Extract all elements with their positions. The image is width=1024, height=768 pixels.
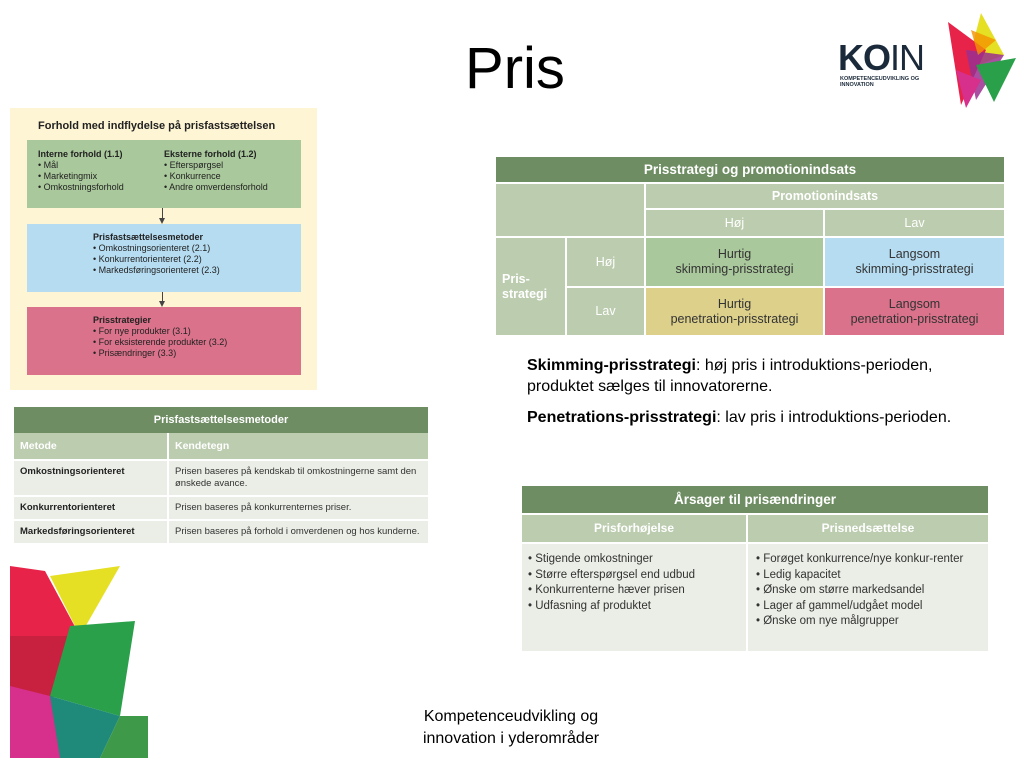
promo-header: Promotionindsats [646,184,1004,208]
decorative-shapes-icon [10,566,148,758]
skimming-text: : høj pris i introduktions-perioden, pro… [527,357,933,395]
skimming-definition: Skimming-prisstrategi: høj pris i introd… [527,355,987,397]
increase-reasons: Stigende omkostninger Større efterspørgs… [522,544,746,651]
skimming-term: Skimming-prisstrategi [527,357,696,374]
slide-title: Pris [465,36,565,101]
list-item: Marketingmix [38,171,124,182]
flow-arrow-icon [159,208,165,224]
promo-low-header: Lav [825,210,1004,236]
col-header-increase: Prisforhøjelse [522,515,746,542]
list-item: Stigende omkostninger [528,552,746,568]
trait-cell: Prisen baseres på forhold i omverdenen o… [168,519,428,543]
strategy-table-title: Prisstrategi og promotionindsats [496,157,1004,182]
list-item: Omkostningsorienteret (2.1) [93,243,220,254]
penetration-definition: Penetrations-prisstrategi: lav pris i in… [527,407,987,428]
list-item: Ønske om større markedsandel [756,583,982,599]
trait-cell: Prisen baseres på konkurrenternes priser… [168,495,428,520]
price-high-header: Høj [567,238,644,286]
cell-line: skimming-prisstrategi [675,262,794,276]
footer-line2: innovation i yderområder [422,730,600,747]
footer-line1: Kompetenceudvikling og [423,708,599,725]
price-change-reasons-table: Årsager til prisændringer Prisforhøjelse… [522,486,988,651]
table-row: Markedsføringsorienteret Prisen baseres … [14,519,428,543]
list-item: Ønske om nye målgrupper [756,614,982,630]
logo-shapes-icon [948,13,1016,108]
logo-wordmark: KOIN [838,37,925,78]
price-label-line1: Pris- [502,271,530,286]
logo-subtitle-line2: INNOVATION [840,82,874,88]
strategies-heading: Prisstrategier [93,315,152,325]
list-item: Konkurrence [164,171,268,182]
external-heading: Eksterne forhold (1.2) [164,149,257,159]
koin-logo: KOIN KOMPETENCEUDVIKLING OG INNOVATION [838,10,1018,110]
cell-line: Langsom [888,247,941,261]
col-header-decrease: Prisnedsættelse [748,515,988,542]
external-conditions: Eksterne forhold (1.2) Efterspørgsel Kon… [164,149,268,193]
price-factors-flowchart: Forhold med indflydelse på prisfastsætte… [10,108,317,390]
method-cell: Omkostningsorienteret [14,459,169,496]
internal-conditions: Interne forhold (1.1) Mål Marketingmix O… [38,149,124,193]
flowchart-title: Forhold med indflydelse på prisfastsætte… [38,120,276,132]
list-item: For nye produkter (3.1) [93,326,227,337]
price-strategy-table: Prisstrategi og promotionindsats Promoti… [496,157,1004,335]
conditions-box: Interne forhold (1.1) Mål Marketingmix O… [27,140,301,208]
list-item: Større efterspørgsel end udbud [528,568,746,584]
logo-subtitle-line1: KOMPETENCEUDVIKLING OG [840,76,920,82]
corner-cell [496,184,644,236]
col-header-method: Metode [14,433,169,460]
methods-block: Prisfastsættelsesmetoder Omkostningsorie… [93,232,220,276]
list-item: Efterspørgsel [164,160,268,171]
list-item: Andre omverdensforhold [164,182,268,193]
logo-subtitle: KOMPETENCEUDVIKLING OG INNOVATION [840,76,940,88]
cell-line: penetration-prisstrategi [850,311,979,326]
list-item: Omkostningsforhold [38,182,124,193]
list-item: Forøget konkurrence/nye konkur-renter [756,552,982,568]
logo-word-bold: KO [838,37,891,78]
list-item: For eksisterende produkter (3.2) [93,337,228,348]
penetration-term: Penetrations-prisstrategi [527,409,717,426]
trait-cell: Prisen baseres på kendskab til omkostnin… [168,459,428,496]
penetration-text: : lav pris i introduktions-perioden. [716,409,952,426]
list-item: Lager af gammel/udgået model [756,599,982,615]
cell-line: penetration-prisstrategi [670,311,799,326]
slide-footer: Kompetenceudvikling og innovation i yder… [390,706,632,750]
reasons-table-title: Årsager til prisændringer [522,486,988,513]
cell-line: Hurtig [717,247,752,261]
list-item: Prisændringer (3.3) [93,348,227,359]
col-header-trait: Kendetegn [168,433,428,460]
cell-line: Hurtig [717,296,752,311]
price-strategy-label: Pris-strategi [496,238,565,335]
list-item: Konkurrentorienteret (2.2) [93,254,220,265]
decrease-reasons: Forøget konkurrence/nye konkur-renter Le… [748,544,988,651]
strategy-definitions: Skimming-prisstrategi: høj pris i introd… [527,355,987,438]
list-item: Konkurrenterne hæver prisen [528,583,746,599]
method-cell: Markedsføringsorienteret [14,519,169,543]
flow-arrow-icon [159,292,165,307]
strategies-box: Prisstrategier For nye produkter (3.1) F… [27,307,301,375]
cell-line: skimming-prisstrategi [855,262,974,276]
cell-line: Langsom [888,296,941,311]
list-item: Markedsføringsorienteret (2.3) [93,265,220,276]
strategies-block: Prisstrategier For nye produkter (3.1) F… [93,315,227,359]
methods-heading: Prisfastsættelsesmetoder [93,232,204,242]
price-low-header: Lav [567,288,644,335]
methods-box: Prisfastsættelsesmetoder Omkostningsorie… [27,224,301,292]
price-label-line2: strategi [502,286,548,301]
internal-heading: Interne forhold (1.1) [38,149,123,159]
table-row: Konkurrentorienteret Prisen baseres på k… [14,495,428,520]
table-row: Omkostningsorienteret Prisen baseres på … [14,459,428,496]
list-item: Mål [38,160,124,171]
logo-word-thin: IN [890,37,925,78]
methods-table-title: Prisfastsættelsesmetoder [153,414,289,426]
list-item: Ledig kapacitet [756,568,982,584]
method-cell: Konkurrentorienteret [14,495,169,520]
list-item: Udfasning af produktet [528,599,746,615]
promo-high-header: Høj [646,210,823,236]
pricing-methods-table: Prisfastsættelsesmetoder Metode Kendeteg… [14,407,428,543]
